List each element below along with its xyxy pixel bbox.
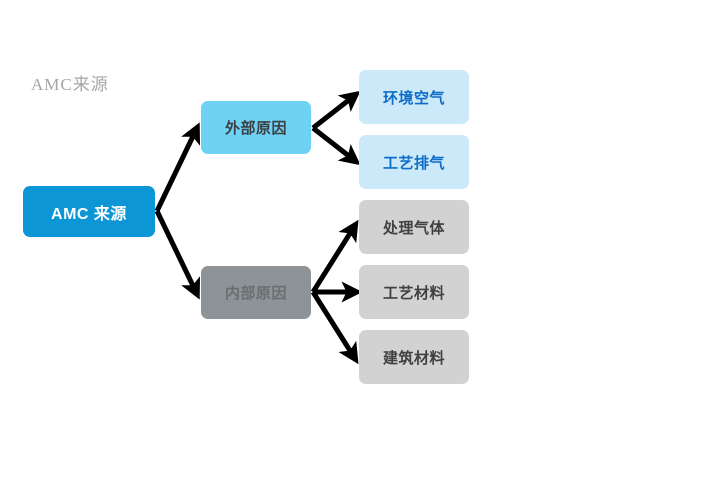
node-leaf-process-material[interactable]: 工艺材料 [359, 265, 469, 319]
diagram-title: AMC来源 [31, 75, 109, 94]
node-leaf-ambient-air[interactable]: 环境空气 [359, 70, 469, 124]
node-branch-internal-cause[interactable]: 内部原因 [201, 266, 311, 319]
connector-root-to-internal [154, 209, 201, 300]
connector-internal-to-construction-material [310, 290, 359, 365]
connector-internal-to-process-gas [310, 219, 359, 294]
node-leaf-process-exhaust[interactable]: 工艺排气 [359, 135, 469, 189]
node-leaf-construction-material[interactable]: 建筑材料 [359, 330, 469, 384]
node-branch-external-cause[interactable]: 外部原因 [201, 101, 311, 154]
connector-root-to-external [154, 122, 201, 213]
node-root-amc-source[interactable]: AMC 来源 [23, 186, 155, 237]
node-leaf-process-gas[interactable]: 处理气体 [359, 200, 469, 254]
connector-external-to-process-exhaust [311, 126, 361, 166]
connector-external-to-ambient-air [311, 90, 361, 130]
